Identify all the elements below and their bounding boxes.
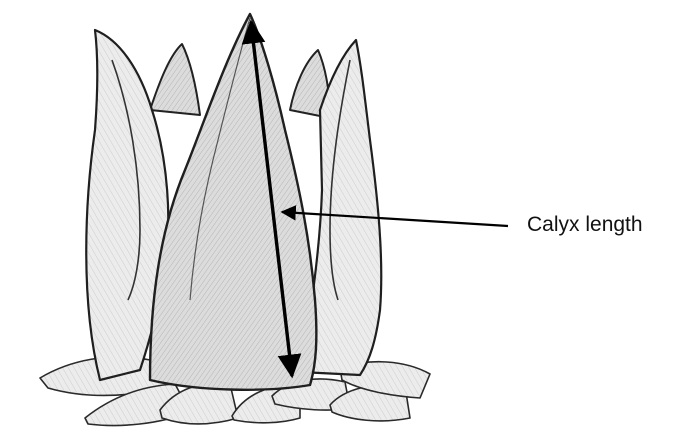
- callout-arrow: [282, 212, 508, 226]
- calyx-length-label: Calyx length: [527, 213, 643, 237]
